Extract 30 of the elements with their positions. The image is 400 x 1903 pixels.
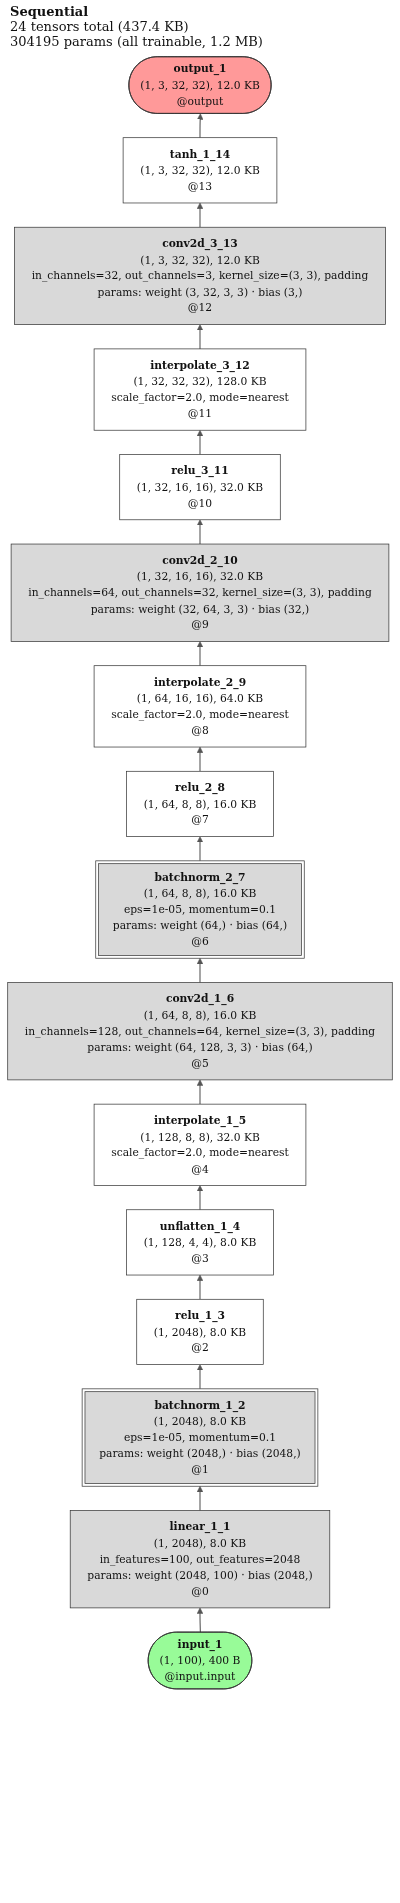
arrow [196, 1364, 204, 1390]
arrow [196, 429, 204, 456]
summary-line: 24 tensors total (437.4 KB) [10, 19, 190, 34]
diagram-title: Sequential [10, 4, 90, 19]
arrow [196, 1185, 204, 1211]
node-box: relu_1_3 (1, 2048), 8.0 KB @2 [136, 1298, 264, 1365]
arrow [197, 113, 204, 139]
node-box: linear_1_1 (1, 2048), 8.0 KB in_features=100, out_features=2048 params: weight (2048, 100) · bias (2048,) @0 [69, 1510, 331, 1609]
arrow [196, 1079, 204, 1105]
node-box: conv2d_2_10 (1, 32, 16, 16), 32.0 KB in_channels=64, out_channels=32, kernel_size=(3, 3), padding params: weight (32, 64, 3, 3) · bias (32,) @9 [10, 543, 390, 642]
arrow [196, 957, 204, 984]
arrow [196, 202, 204, 228]
arrow [196, 519, 204, 545]
arrow [196, 836, 204, 862]
node-box: conv2d_3_13 (1, 3, 32, 32), 12.0 KB in_channels=32, out_channels=3, kernel_size=(3, 3), padding params: weight (3, 32, 3, 3) · bias (3,) @12 [14, 226, 386, 325]
node-box: tanh_1_14 (1, 3, 32, 32), 12.0 KB @13 [122, 137, 278, 204]
node-box: interpolate_1_5 (1, 128, 8, 8), 32.0 KB scale_factor=2.0, mode=nearest @4 [93, 1103, 307, 1186]
summary-line: 304195 params (all trainable, 1.2 MB) [10, 34, 264, 49]
node-box: relu_3_11 (1, 32, 16, 16), 32.0 KB @10 [119, 454, 281, 521]
node-box: conv2d_1_6 (1, 64, 8, 8), 16.0 KB in_channels=128, out_channels=64, kernel_size=(3, 3), padding params: weight (64, 128, 3, 3) · bias (64,) @5 [7, 982, 393, 1081]
node-box: unflatten_1_4 (1, 128, 4, 4), 8.0 KB @3 [126, 1209, 274, 1276]
arrow [196, 641, 204, 667]
node-box: relu_2_8 (1, 64, 8, 8), 16.0 KB @7 [126, 770, 274, 837]
arrow [196, 324, 204, 350]
arrow [196, 1607, 204, 1634]
arrow [196, 1485, 204, 1512]
node-box: interpolate_3_12 (1, 32, 32, 32), 128.0 KB scale_factor=2.0, mode=nearest @11 [93, 348, 307, 431]
arrow [196, 1274, 204, 1300]
arrow [196, 746, 204, 772]
node-box: interpolate_2_9 (1, 64, 16, 16), 64.0 KB scale_factor=2.0, mode=nearest @8 [93, 665, 307, 748]
